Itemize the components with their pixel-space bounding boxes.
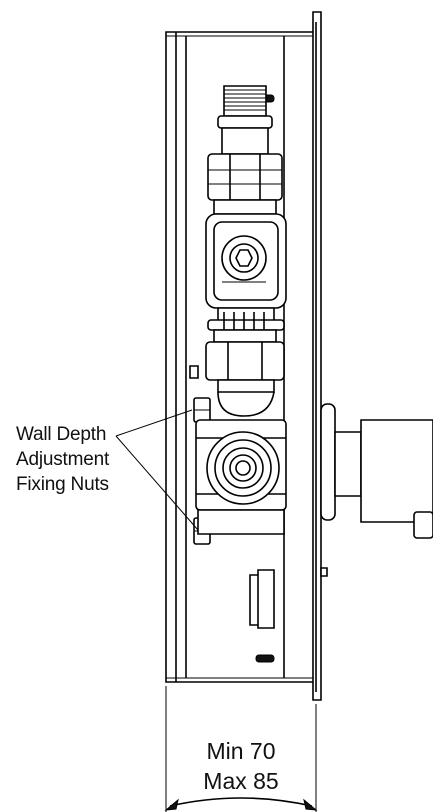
depth-dimension (166, 686, 316, 812)
depth-label: Min 70 Max 85 (176, 736, 306, 796)
back-box (166, 32, 316, 682)
lower-fitting (206, 330, 284, 416)
label-line-1: Wall Depth (16, 424, 107, 445)
fixing-nuts-label: Wall Depth Adjustment Fixing Nuts (16, 422, 109, 497)
label-line-3: Fixing Nuts (16, 474, 109, 495)
label-line-2: Adjustment (16, 449, 110, 470)
depth-max: Max 85 (203, 768, 279, 794)
wall-pipe (321, 404, 433, 576)
lower-component (250, 570, 274, 628)
depth-min: Min 70 (206, 738, 276, 764)
solenoid-valve (206, 214, 286, 356)
valve-body (196, 420, 286, 534)
threaded-fitting (208, 86, 282, 214)
wall-flange (313, 12, 321, 700)
callout-leaders (116, 410, 198, 530)
